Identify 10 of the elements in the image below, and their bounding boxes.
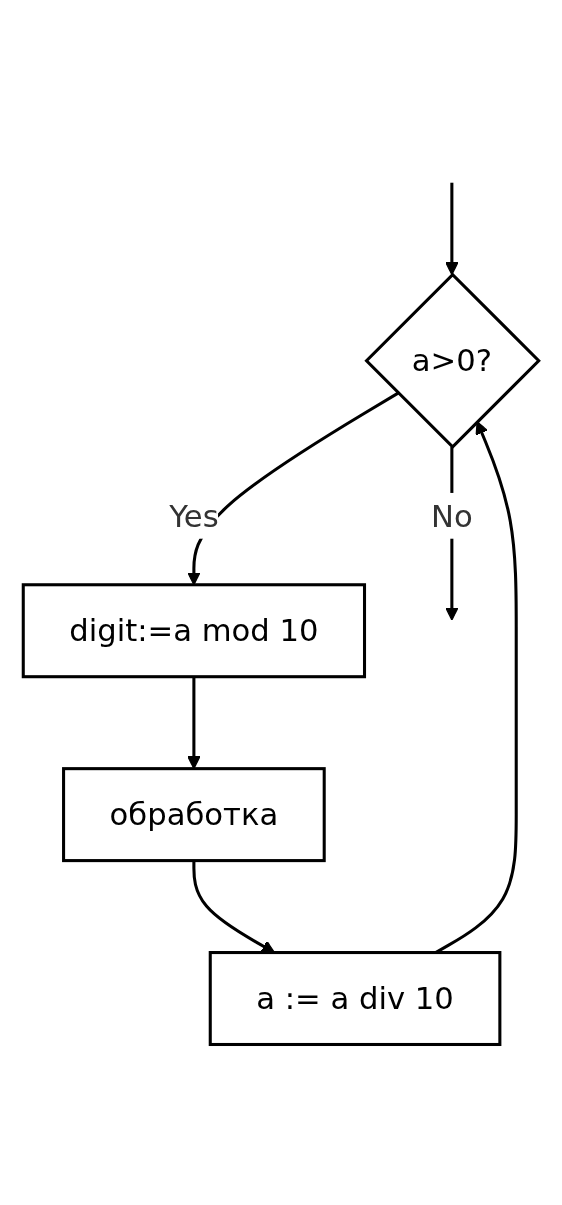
node-box: digit:=a mod 10 bbox=[21, 582, 367, 678]
node-box: a := a div 10 bbox=[208, 950, 502, 1046]
arrow bbox=[187, 391, 399, 585]
node-diamond: a>0? bbox=[364, 272, 541, 449]
node-box: обработка bbox=[62, 766, 326, 862]
arrow bbox=[445, 182, 459, 275]
edge-label: No bbox=[431, 497, 473, 534]
arrow bbox=[187, 676, 201, 769]
edge-label: Yes bbox=[169, 497, 219, 534]
arrow bbox=[192, 860, 276, 953]
